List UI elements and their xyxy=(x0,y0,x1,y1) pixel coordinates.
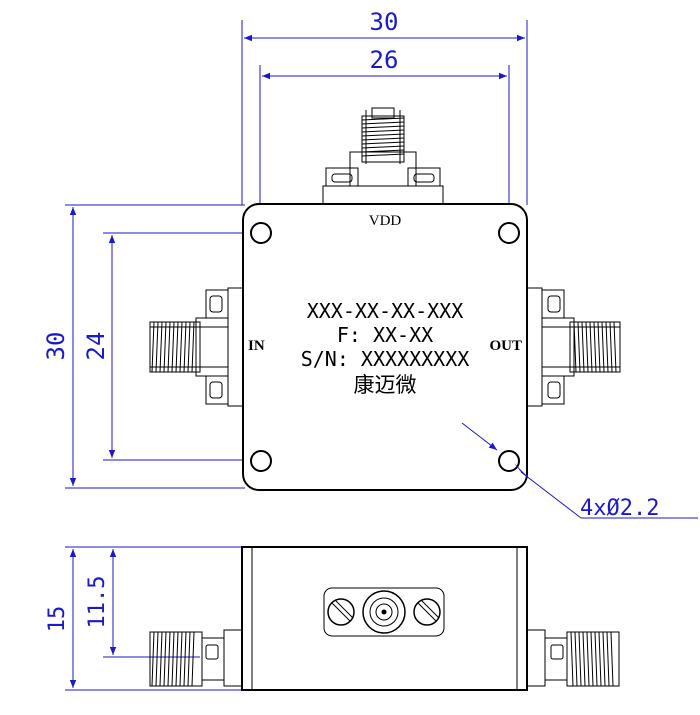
mounting-hole-bottom-left xyxy=(250,450,272,472)
nameplate-frequency: F: XX-XX xyxy=(337,323,433,347)
output-connector xyxy=(525,287,621,407)
side-height-label: 15 xyxy=(45,606,70,633)
side-height-dimension: 15 xyxy=(45,546,243,691)
hole-callout: 4xØ2.2 xyxy=(461,422,698,521)
mounting-hole-bottom-right xyxy=(498,450,520,472)
left-height-dimension: 30 xyxy=(42,204,245,489)
side-vdd-connector xyxy=(323,587,445,637)
left-height-label: 30 xyxy=(42,332,70,361)
module-body-top-view xyxy=(242,203,528,491)
top-inner-width-label: 26 xyxy=(370,46,399,74)
left-inner-height-label: 24 xyxy=(82,332,110,361)
side-input-connector xyxy=(149,629,243,687)
hole-callout-label: 4xØ2.2 xyxy=(580,496,659,521)
side-inner-height-label: 11.5 xyxy=(85,576,110,629)
left-inner-height-dimension: 24 xyxy=(82,232,260,461)
mounting-hole-top-right xyxy=(498,222,520,244)
input-connector xyxy=(149,287,245,407)
nameplate-model: XXX-XX-XX-XXX xyxy=(307,299,464,323)
mounting-holes xyxy=(250,222,520,472)
output-label: OUT xyxy=(489,338,522,354)
side-output-connector xyxy=(526,629,620,687)
top-width-label: 30 xyxy=(370,8,399,36)
top-inner-width-dimension: 26 xyxy=(259,46,510,232)
side-inner-height-dimension: 11.5 xyxy=(85,549,200,658)
vdd-connector xyxy=(322,107,444,205)
nameplate-brand: 康迈微 xyxy=(354,373,417,397)
nameplate-serial: S/N: XXXXXXXXX xyxy=(301,347,470,371)
top-width-dimension: 30 xyxy=(241,8,528,205)
vdd-label: VDD xyxy=(369,213,402,229)
input-label: IN xyxy=(248,338,265,354)
mounting-hole-top-left xyxy=(250,222,272,244)
